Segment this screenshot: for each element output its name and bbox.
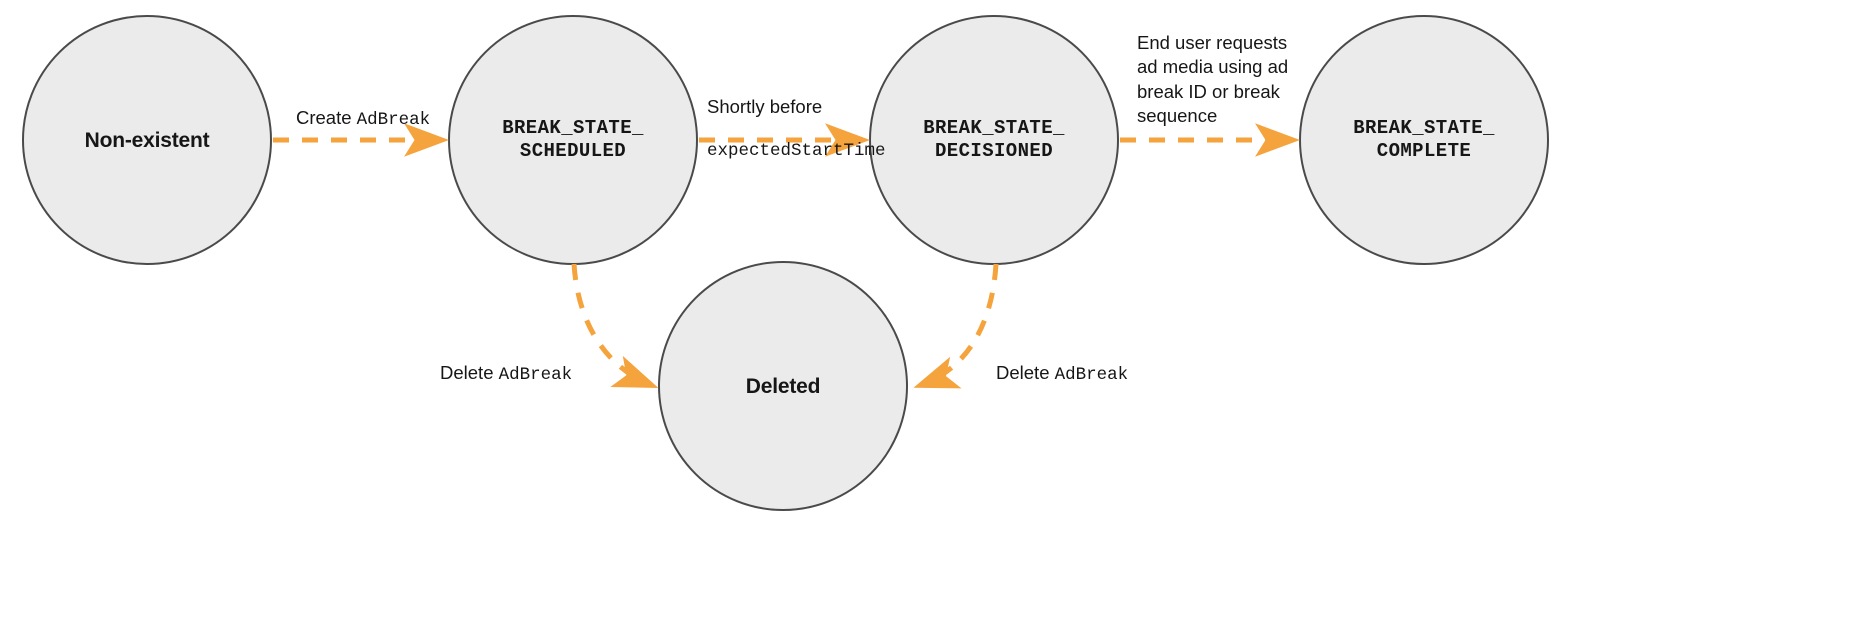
- edge-label-shortly-before-expected-start-time: Shortly before expectedStartTime: [707, 74, 886, 183]
- node-non-existent[interactable]: [22, 15, 272, 265]
- node-break-state-complete[interactable]: [1299, 15, 1549, 265]
- edge-label-delete-adbreak-scheduled-verb: Delete: [440, 362, 499, 384]
- node-break-state-decisioned[interactable]: [869, 15, 1119, 265]
- node-deleted[interactable]: [658, 261, 908, 511]
- edge-delete-adbreak-scheduled[interactable]: [571, 263, 659, 388]
- edge-delete-adbreak-decisioned[interactable]: [913, 263, 999, 389]
- edge-label-delete-adbreak-decisioned-entity: AdBreak: [1054, 365, 1129, 386]
- node-break-state-scheduled[interactable]: [448, 15, 698, 265]
- edge-label-shortly-before-line1: Shortly before: [707, 95, 823, 117]
- edge-label-delete-adbreak-decisioned-verb: Delete: [996, 362, 1055, 384]
- edge-label-delete-adbreak-scheduled-entity: AdBreak: [498, 365, 573, 386]
- edge-label-create-adbreak: Create AdBreak: [296, 86, 430, 132]
- edge-label-create-adbreak-entity: AdBreak: [356, 110, 431, 131]
- edge-label-create-adbreak-verb: Create: [296, 107, 357, 129]
- edge-label-delete-adbreak-scheduled: Delete AdBreak: [440, 341, 572, 387]
- edge-label-delete-adbreak-decisioned: Delete AdBreak: [996, 341, 1128, 387]
- edge-label-end-user-requests-ad-media: End user requests ad media using ad brea…: [1137, 32, 1289, 127]
- edge-label-expected-start-time-line2: expectedStartTime: [707, 140, 886, 161]
